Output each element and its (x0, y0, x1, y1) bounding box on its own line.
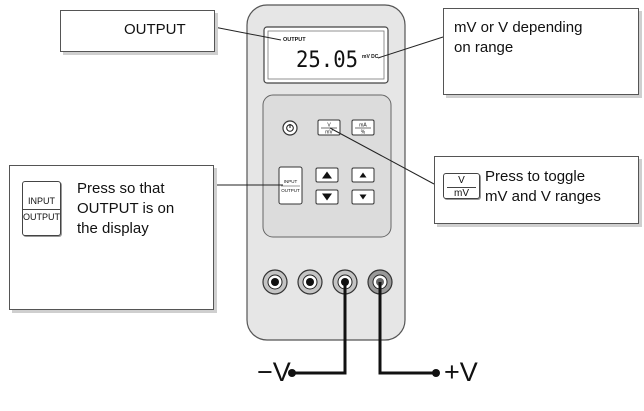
minus-lead-end (288, 369, 296, 377)
plus-v-label: +V (444, 357, 478, 387)
small-up-arrow-icon (359, 172, 367, 178)
display-mode-label: OUTPUT (283, 37, 306, 43)
display-unit: mV DC (362, 54, 379, 60)
leader-toggle (329, 127, 435, 185)
svg-text:%: % (361, 130, 366, 136)
toggle-note-line-1: Press to toggle (485, 168, 586, 185)
lcd-screen (267, 30, 385, 80)
svg-text:INPUT: INPUT (284, 179, 298, 184)
svg-text:mV: mV (325, 130, 333, 136)
range-note-line-1: mV or V depending (454, 19, 583, 36)
plus-lead-wire (378, 282, 436, 375)
svg-text:V: V (327, 123, 331, 129)
display-reading: 25.05 (296, 48, 358, 73)
v-mv-key-illustration: V mV (443, 173, 480, 199)
terminal-jack-2 (297, 269, 323, 295)
output-label: OUTPUT (124, 21, 186, 38)
input-output-note-line-1: Press so that (77, 180, 165, 197)
terminal-jack-minus (332, 269, 358, 295)
leader-output (213, 26, 282, 41)
terminal-jack-1 (262, 269, 288, 295)
down-arrow-icon (322, 193, 332, 201)
input-output-note-line-3: the display (77, 220, 149, 237)
input-output-key-illustration: INPUT OUTPUT (22, 181, 61, 236)
callout-input-output: INPUT OUTPUT Press so that OUTPUT is on … (9, 165, 214, 310)
up-arrow-icon (322, 171, 332, 179)
small-down-arrow-icon (359, 194, 367, 200)
v-mv-key (317, 119, 341, 136)
callout-output: OUTPUT (60, 10, 215, 52)
minus-v-label: −V (257, 357, 291, 387)
callout-range: mV or V depending on range (443, 8, 639, 95)
keypad-panel (262, 94, 392, 238)
minus-lead-wire (317, 282, 347, 375)
input-output-note-line-2: OUTPUT is on (77, 200, 175, 217)
leader-range (377, 36, 444, 59)
plus-lead-end (432, 369, 440, 377)
callout-toggle: V mV Press to toggle mV and V ranges (434, 156, 639, 224)
svg-text:OUTPUT: OUTPUT (281, 188, 300, 193)
svg-text:mA: mA (359, 123, 367, 129)
range-note-line-2: on range (454, 39, 514, 56)
toggle-note-line-2: mV and V ranges (485, 188, 601, 205)
ma-percent-key (351, 119, 375, 136)
